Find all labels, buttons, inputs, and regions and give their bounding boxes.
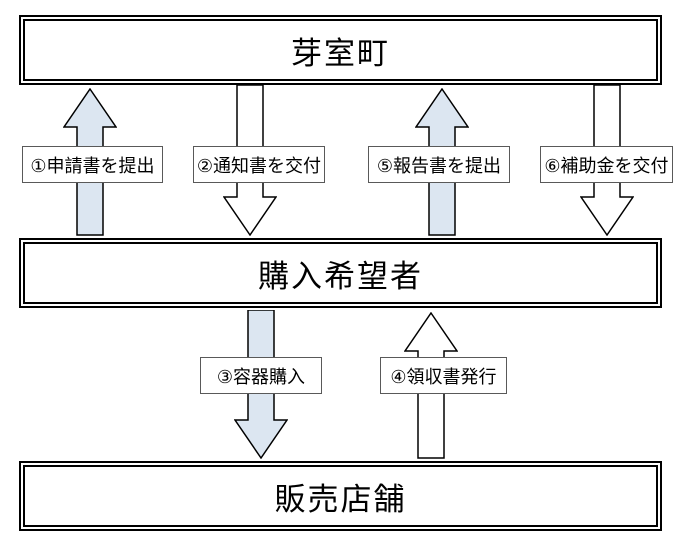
step2-label: ②通知書を交付 <box>193 146 325 183</box>
box-sales-store: 販売店舗 <box>19 461 662 531</box>
step5-label: ⑤報告書を提出 <box>368 146 510 183</box>
box-memuro-town-label: 芽室町 <box>23 19 658 81</box>
step6-label: ⑥補助金を交付 <box>540 146 673 183</box>
step3-label: ③容器購入 <box>200 357 322 394</box>
step1-label: ①申請書を提出 <box>22 146 163 183</box>
box-memuro-town: 芽室町 <box>19 15 662 85</box>
box-sales-store-label: 販売店舗 <box>23 465 658 527</box>
box-purchase-applicant-label: 購入希望者 <box>23 242 658 304</box>
step4-label: ④領収書発行 <box>380 357 507 394</box>
box-purchase-applicant: 購入希望者 <box>19 238 662 308</box>
